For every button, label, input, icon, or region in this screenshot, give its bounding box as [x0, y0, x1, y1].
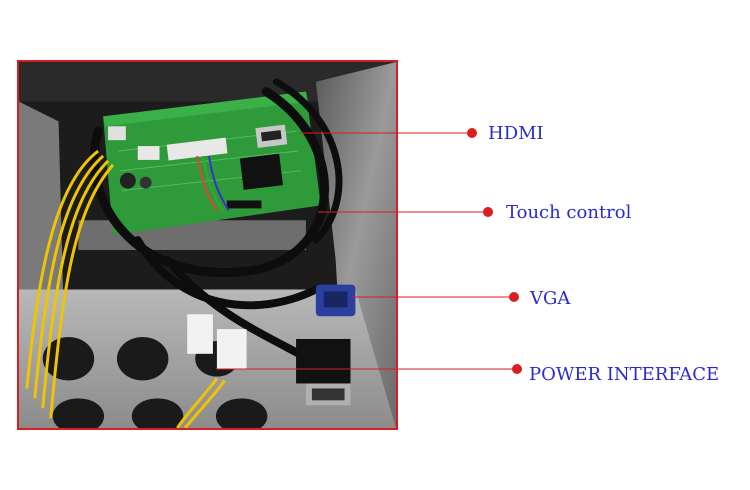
touch-control-label: Touch control [506, 202, 632, 223]
touch-callout-dot [483, 207, 493, 217]
product-photo [17, 60, 398, 430]
hdmi-callout-dot [467, 128, 477, 138]
controller-board-photo [19, 62, 396, 428]
vga-callout-dot [509, 292, 519, 302]
vga-label: VGA [530, 288, 571, 309]
power-interface-label: POWER INTERFACE [529, 364, 720, 385]
power-callout-dot [512, 364, 522, 374]
hdmi-label: HDMI [488, 123, 544, 144]
